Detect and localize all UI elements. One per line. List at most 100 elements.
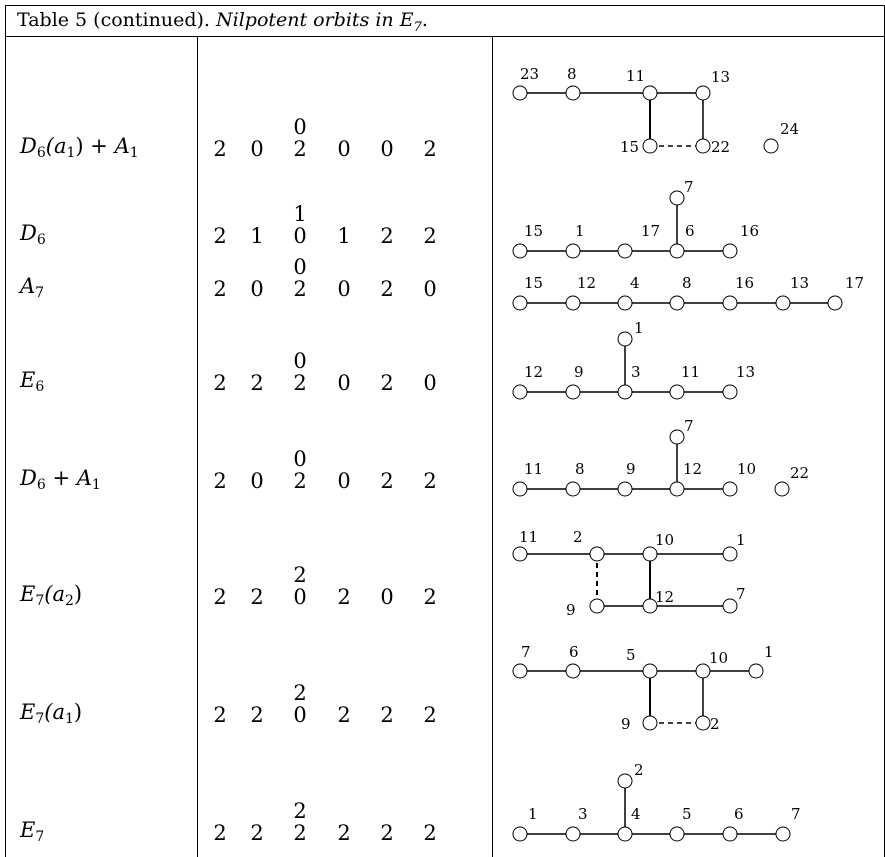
node-label: 9	[574, 363, 584, 381]
node-label: 6	[685, 222, 695, 240]
dynkin-top-weight: 0	[293, 115, 307, 139]
caption-title: Nilpotent orbits in E7	[216, 9, 422, 35]
dynkin-weight: 0	[250, 277, 264, 301]
dynkin-weight: 2	[293, 469, 307, 493]
dynkin-weight: 2	[423, 585, 437, 609]
dynkin-top-weight: 0	[293, 255, 307, 279]
dynkin-weight: 2	[423, 137, 437, 161]
node-label: 13	[711, 68, 730, 86]
dynkin-weight: 0	[250, 137, 264, 161]
dynkin-weight: 2	[337, 821, 351, 845]
dynkin-weight: 0	[337, 469, 351, 493]
caption-row: Table 5 (continued). Nilpotent orbits in…	[5, 5, 885, 37]
dynkin-weight: 2	[293, 371, 307, 395]
column-divider-2	[492, 37, 493, 857]
dynkin-weight: 0	[293, 224, 307, 248]
table-caption: Table 5 (continued). Nilpotent orbits in…	[17, 9, 428, 35]
dynkin-top-weight: 0	[293, 349, 307, 373]
node-label: 8	[567, 65, 577, 83]
node-label: 1	[736, 531, 746, 549]
diagram-row-5: 7 11 8 9 12 10 22	[512, 417, 809, 497]
node-label: 8	[575, 460, 585, 478]
node-label: 10	[737, 460, 756, 478]
dynkin-weight: 2	[380, 469, 394, 493]
dynkin-weight: 1	[250, 224, 264, 248]
node-label: 9	[621, 715, 631, 733]
dynkin-top-weight: 2	[293, 799, 307, 823]
orbit-label: D6(a1) + A1	[20, 134, 139, 161]
dynkin-weight: 2	[250, 821, 264, 845]
dynkin-weight: 2	[213, 224, 227, 248]
dynkin-top-weight: 2	[293, 563, 307, 587]
column-divider-1	[197, 37, 198, 857]
orbit-label: D6	[20, 221, 46, 248]
dynkin-weight: 0	[423, 371, 437, 395]
node-label: 1	[634, 319, 644, 337]
dynkin-top-weight: 0	[293, 447, 307, 471]
node-label: 7	[791, 805, 801, 823]
dynkin-top-weight: 2	[293, 681, 307, 705]
node-label: 6	[569, 643, 579, 661]
node-label: 16	[740, 222, 759, 240]
dynkin-weight: 2	[213, 277, 227, 301]
node-label: 7	[684, 178, 694, 196]
dynkin-weight: 2	[380, 371, 394, 395]
node-label: 1	[764, 643, 774, 661]
node-label: 10	[655, 531, 674, 549]
node-label: 9	[566, 601, 576, 619]
diagram-row-3: 15 12 4 8 16 13 17	[512, 274, 864, 311]
node-label: 15	[524, 274, 543, 292]
node-label: 2	[573, 528, 583, 546]
node-label: 7	[684, 417, 694, 435]
dynkin-weight: 2	[423, 469, 437, 493]
node-label: 12	[655, 588, 674, 606]
dynkin-weight: 2	[250, 703, 264, 727]
node-label: 15	[524, 222, 543, 240]
node-label: 24	[780, 120, 799, 138]
dynkin-weight: 2	[213, 469, 227, 493]
dynkin-weight: 2	[293, 821, 307, 845]
dynkin-weight: 0	[380, 137, 394, 161]
node-label: 9	[626, 460, 636, 478]
dynkin-weight: 0	[250, 469, 264, 493]
orbit-label: E6	[20, 368, 45, 395]
diagram-row-8: 2 1 3 4 5 6 7	[512, 761, 801, 842]
dynkin-weight: 2	[293, 137, 307, 161]
node-label: 6	[734, 805, 744, 823]
node-label: 22	[711, 138, 730, 156]
node-label: 11	[524, 460, 543, 478]
node-label: 17	[845, 274, 864, 292]
dynkin-weight: 2	[337, 585, 351, 609]
node-label: 4	[631, 805, 641, 823]
node-label: 11	[519, 528, 538, 546]
dynkin-weight: 0	[293, 585, 307, 609]
node-label: 16	[735, 274, 754, 292]
node-label: 4	[630, 274, 640, 292]
node-label: 22	[790, 464, 809, 482]
node-label: 12	[683, 460, 702, 478]
orbit-label: E7(a2)	[20, 582, 83, 609]
node-label: 13	[790, 274, 809, 292]
dynkin-weight: 2	[423, 821, 437, 845]
node-label: 23	[520, 65, 539, 83]
node-label: 1	[575, 222, 585, 240]
dynkin-weight: 2	[423, 703, 437, 727]
node-label: 12	[577, 274, 596, 292]
dynkin-weight: 2	[337, 703, 351, 727]
node-label: 13	[736, 363, 755, 381]
diagram-row-2: 7 15 1 17 6 16	[512, 178, 759, 259]
node-label: 10	[709, 649, 728, 667]
dynkin-weight: 2	[213, 585, 227, 609]
dynkin-weight: 0	[293, 703, 307, 727]
dynkin-weight: 0	[380, 585, 394, 609]
dynkin-weight: 2	[213, 137, 227, 161]
dynkin-weight: 2	[380, 703, 394, 727]
dynkin-weight: 1	[337, 224, 351, 248]
node-label: 2	[710, 715, 720, 733]
dynkin-weight: 2	[213, 371, 227, 395]
dynkin-weight: 2	[380, 277, 394, 301]
dynkin-weight: 2	[380, 224, 394, 248]
caption-prefix: Table 5 (continued).	[17, 9, 210, 31]
node-label: 2	[634, 761, 644, 779]
